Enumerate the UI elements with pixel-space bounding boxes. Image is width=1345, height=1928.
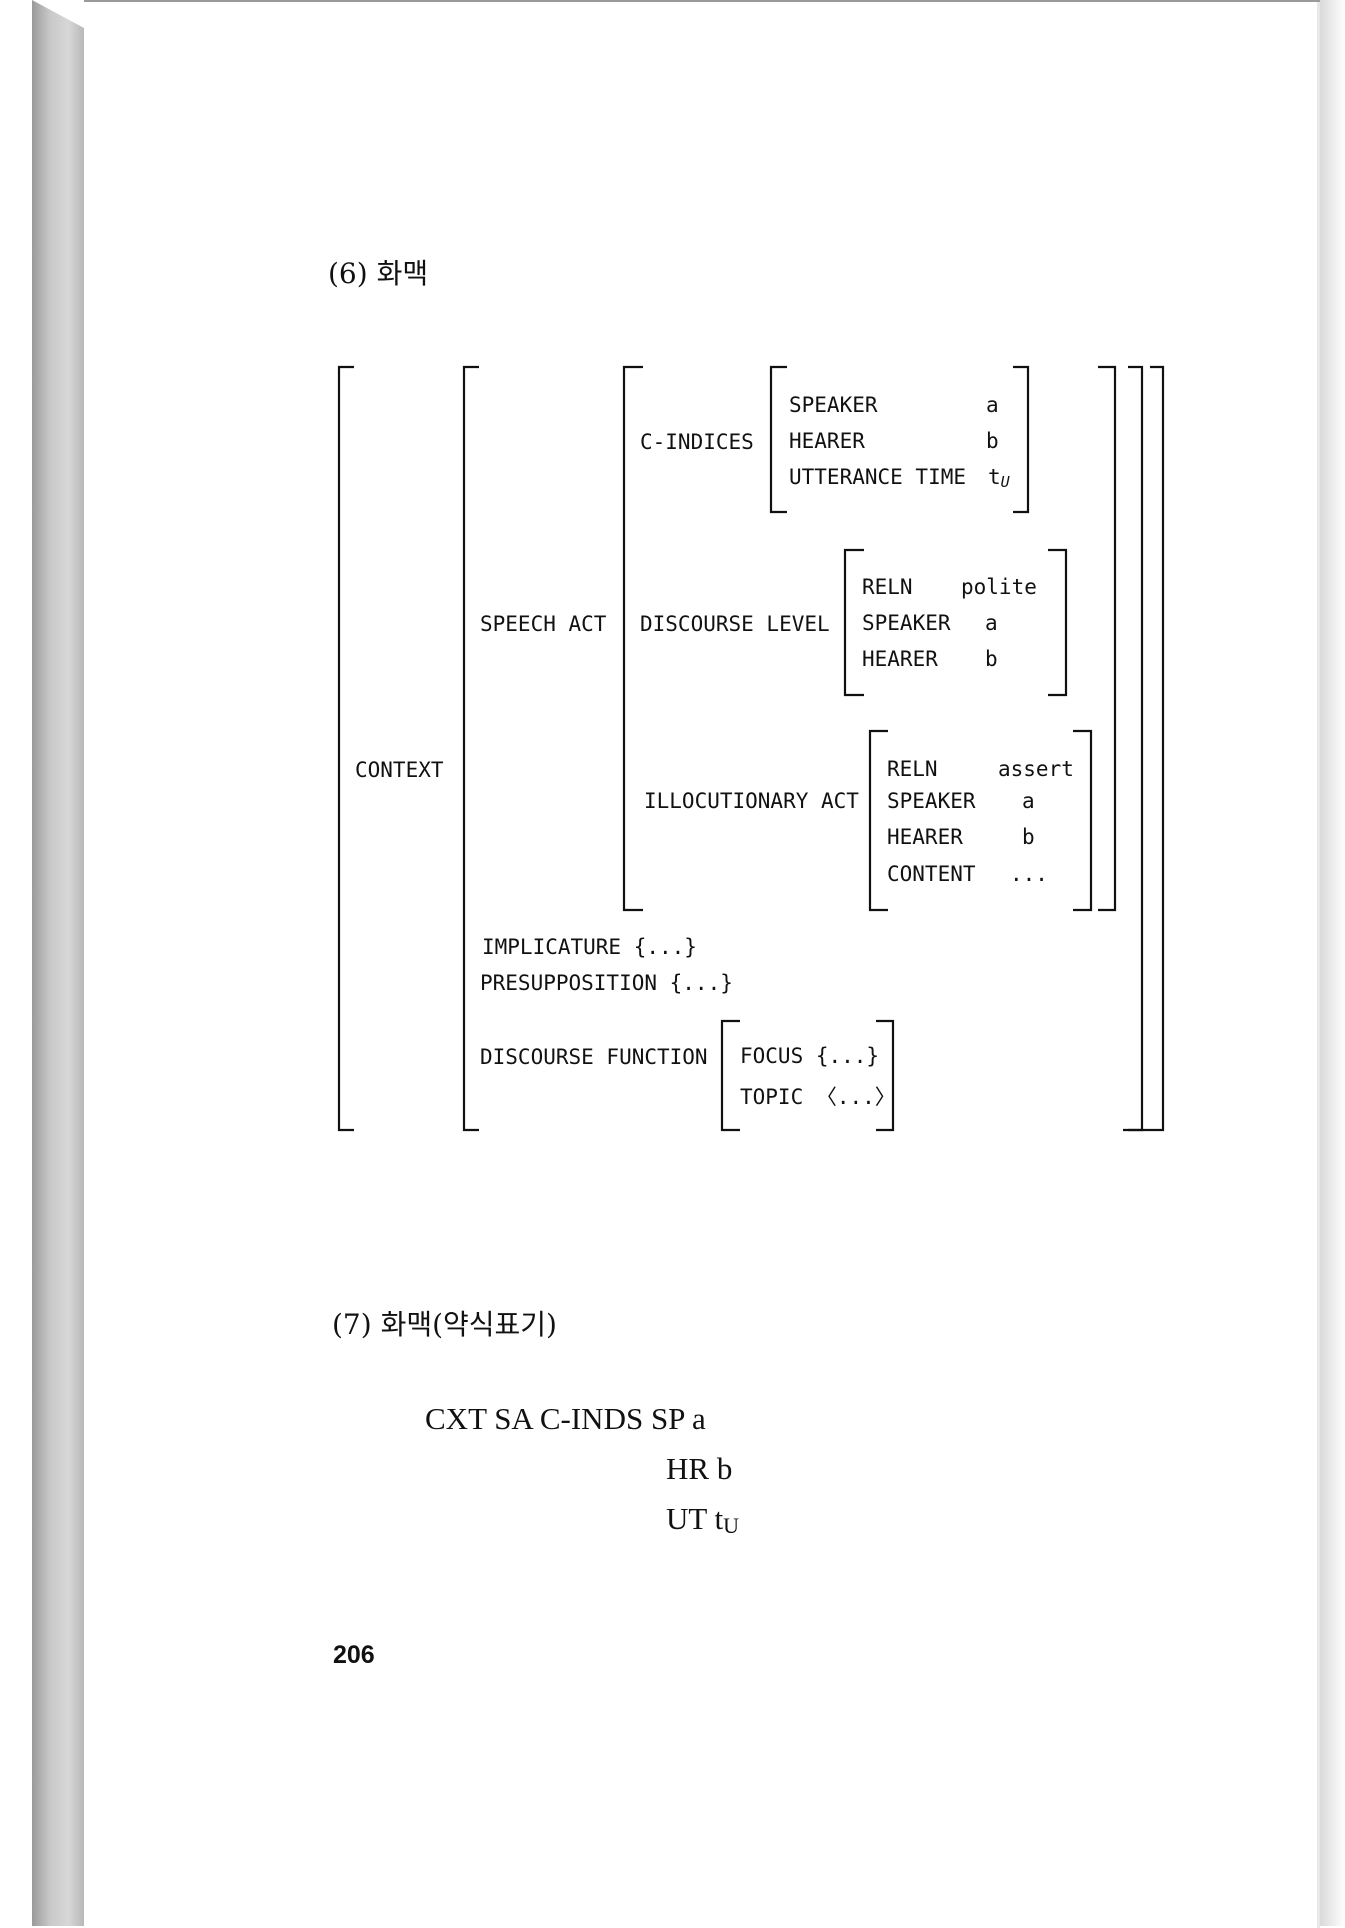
discourse-level-right-bracket: [1048, 548, 1068, 697]
c-indices-speaker-attr: SPEAKER: [789, 393, 878, 417]
discourse-level-reln-attr: RELN: [862, 575, 913, 599]
page-right-shadow: [1320, 0, 1345, 1926]
context-value-left-bracket: [462, 365, 479, 1132]
illocutionary-speaker-attr: SPEAKER: [887, 789, 976, 813]
illocutionary-hearer-val: b: [1022, 825, 1035, 849]
illocutionary-act-label: ILLOCUTIONARY ACT: [644, 789, 859, 813]
discourse-level-label: DISCOURSE LEVEL: [640, 612, 830, 636]
speech-act-right-bracket: [1098, 365, 1117, 912]
example-7-line-3: UT tU: [666, 1501, 740, 1538]
c-indices-label: C-INDICES: [640, 430, 754, 454]
illocutionary-content-val: ...: [1010, 862, 1048, 886]
discourse-function-focus: FOCUS {...}: [740, 1044, 880, 1068]
c-indices-right-bracket: [1013, 365, 1030, 514]
illocutionary-left-bracket: [868, 729, 888, 912]
illocutionary-speaker-val: a: [1022, 789, 1035, 813]
illocutionary-content-attr: CONTENT: [887, 862, 976, 886]
page-number: 206: [333, 1641, 375, 1669]
context-left-bracket: [337, 365, 354, 1132]
discourse-level-hearer-attr: HEARER: [862, 647, 938, 671]
speech-act-label: SPEECH ACT: [480, 612, 607, 636]
c-indices-hearer-attr: HEARER: [789, 429, 865, 453]
discourse-level-speaker-attr: SPEAKER: [862, 611, 951, 635]
discourse-function-right-bracket: [876, 1019, 895, 1132]
c-indices-left-bracket: [769, 365, 787, 514]
context-label: CONTEXT: [355, 758, 444, 782]
example-6-heading: (6) 화맥: [328, 257, 429, 290]
discourse-level-reln-val: polite: [961, 575, 1037, 599]
c-indices-speaker-val: a: [986, 393, 999, 417]
discourse-function-left-bracket: [720, 1019, 740, 1132]
context-value-right-bracket: [1128, 365, 1144, 1132]
discourse-level-left-bracket: [843, 548, 864, 697]
discourse-level-speaker-val: a: [985, 611, 998, 635]
discourse-level-hearer-val: b: [985, 647, 998, 671]
presupposition-label: PRESUPPOSITION {...}: [480, 971, 733, 995]
illocutionary-reln-attr: RELN: [887, 757, 938, 781]
example-7-line-1: CXT SA C-INDS SP a: [425, 1401, 706, 1436]
speech-act-left-bracket: [622, 365, 643, 912]
c-indices-utterance-time-attr: UTTERANCE TIME: [789, 465, 967, 489]
spine-corner: [32, 0, 84, 28]
discourse-function-topic: TOPIC 〈...〉: [740, 1085, 896, 1109]
implicature-label: IMPLICATURE {...}: [482, 935, 697, 959]
example-7-heading: (7) 화맥(약식표기): [332, 1308, 557, 1341]
illocutionary-reln-val: assert: [998, 757, 1074, 781]
illocutionary-hearer-attr: HEARER: [887, 825, 963, 849]
illocutionary-right-bracket: [1073, 729, 1093, 912]
page-sheet: [84, 0, 1320, 1928]
example-7-line-2: HR b: [666, 1451, 733, 1486]
c-indices-hearer-val: b: [986, 429, 999, 453]
discourse-function-label: DISCOURSE FUNCTION: [480, 1045, 708, 1069]
c-indices-utterance-time-val: tU: [988, 465, 1010, 491]
